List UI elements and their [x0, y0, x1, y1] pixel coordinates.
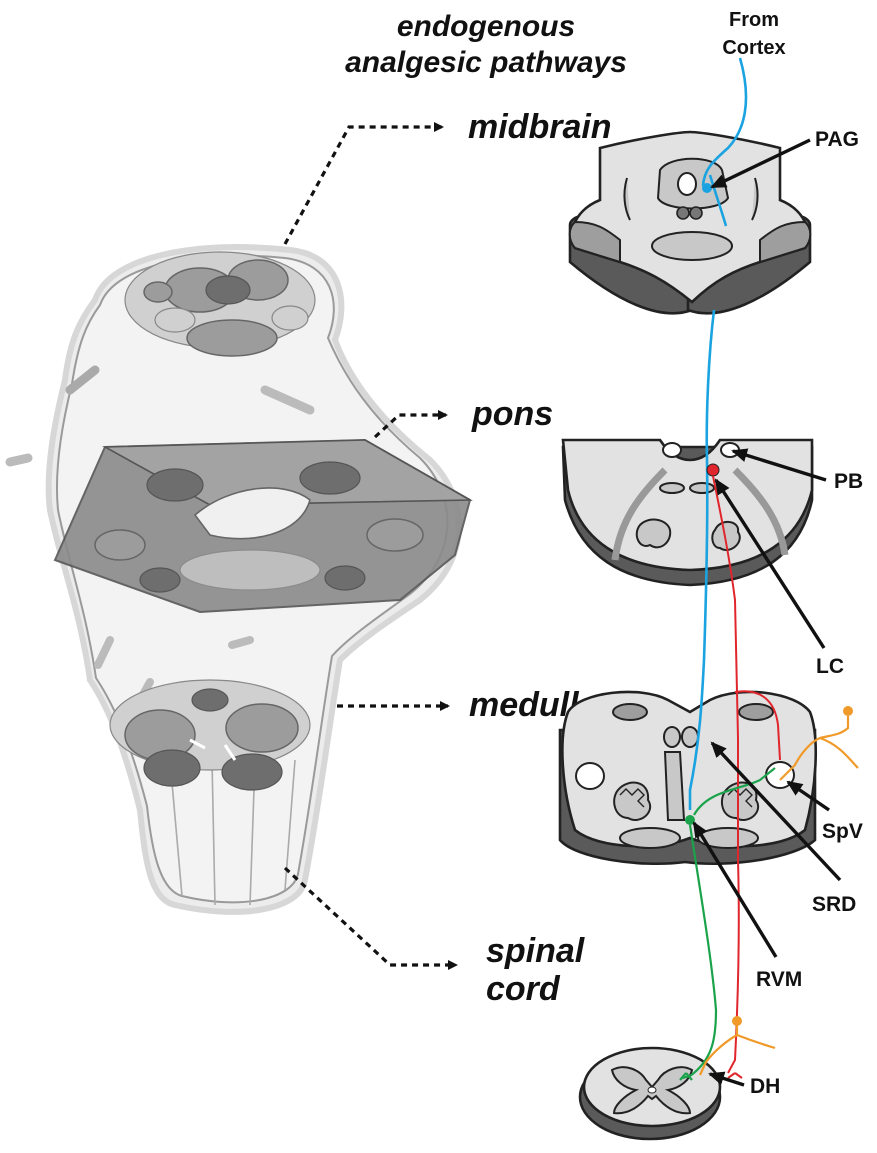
title-line-2: analgesic pathways [345, 46, 627, 79]
pons-section [563, 440, 812, 585]
label-lc: LC [816, 655, 844, 678]
label-pb: PB [834, 470, 863, 493]
dashed-arrow-spinal-cord [285, 868, 456, 965]
label-pag: PAG [815, 128, 859, 151]
spinal-cord-section [580, 1048, 720, 1139]
spinal-afferent-soma [732, 1016, 742, 1026]
label-rvm: RVM [756, 968, 802, 991]
pag-neuron-dot [702, 183, 712, 193]
region-label-spinal-line-1: spinal [486, 932, 586, 970]
from-cortex-line-1: From [729, 9, 779, 31]
brainstem-illustration [10, 247, 470, 912]
region-label-spinal-line-2: cord [486, 970, 561, 1008]
title-line-1: endogenous [397, 10, 575, 43]
dashed-arrow-midbrain [285, 127, 442, 244]
label-srd: SRD [812, 893, 856, 916]
region-label-midbrain: midbrain [468, 108, 612, 146]
label-dh: DH [750, 1075, 780, 1098]
label-spv: SpV [822, 820, 863, 843]
trigeminal-afferent-soma [843, 706, 853, 716]
midbrain-section [570, 132, 811, 313]
from-cortex-line-2: Cortex [722, 37, 785, 59]
region-label-pons: pons [471, 395, 553, 433]
lc-neuron-dot [707, 464, 719, 476]
